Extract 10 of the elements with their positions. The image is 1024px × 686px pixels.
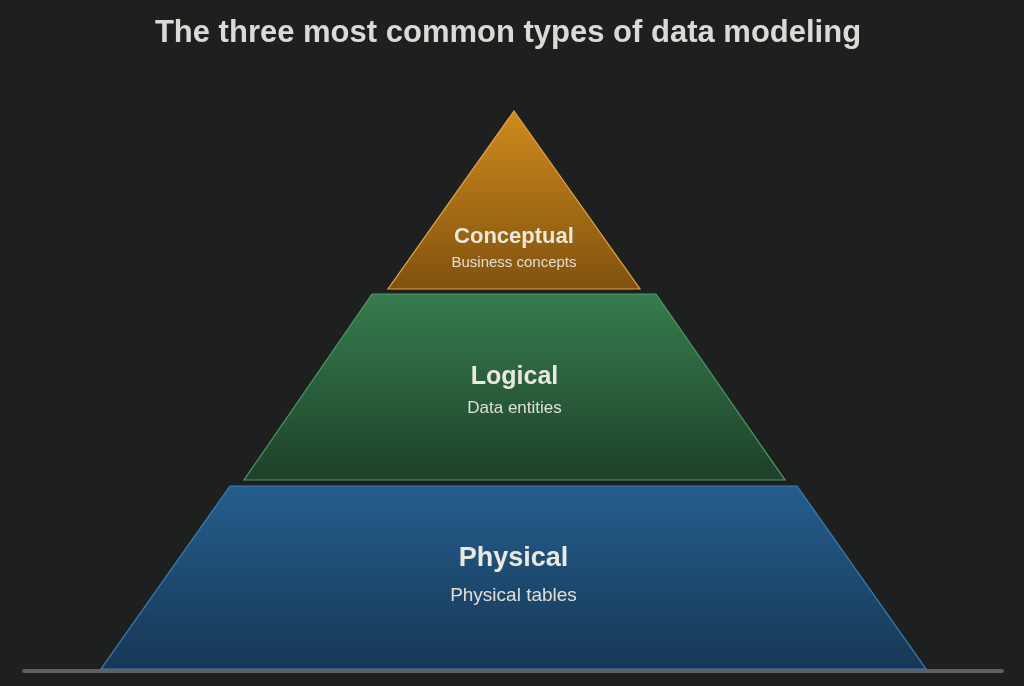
tier-description: Data entities	[467, 398, 562, 418]
tier-description: Business concepts	[451, 253, 577, 271]
title: The three most common types of data modeling	[154, 13, 862, 51]
pyramid-apex-triangle	[388, 111, 640, 289]
tier-title: Conceptual	[454, 223, 574, 249]
pyramid-tier	[244, 294, 785, 480]
tier-description: Physical tables	[450, 583, 577, 606]
tier-title: Physical	[458, 541, 569, 573]
pyramid-tier	[101, 486, 926, 669]
tier-title: Logical	[470, 360, 559, 390]
